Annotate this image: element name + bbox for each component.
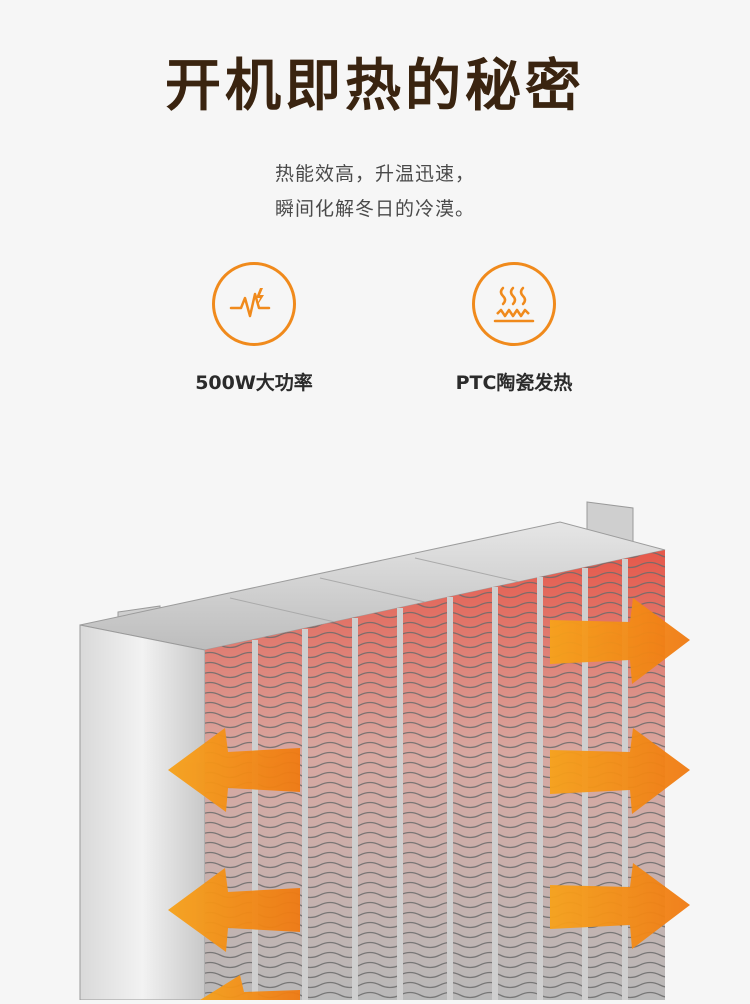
ptc-heater-image — [0, 480, 750, 1001]
feature-power: 500W大功率 — [154, 262, 354, 395]
page-title: 开机即热的秘密 — [165, 54, 585, 119]
subtitle: 热能效高，升温迅速， 瞬间化解冬日的冷漠。 — [0, 157, 750, 227]
feature-ptc: PTC陶瓷发热 — [414, 262, 614, 395]
heat-waves-icon — [472, 262, 556, 346]
power-pulse-icon — [212, 262, 296, 346]
subtitle-line-1: 热能效高，升温迅速， — [274, 163, 475, 185]
subtitle-line-2: 瞬间化解冬日的冷漠。 — [274, 198, 475, 220]
feature-power-label: 500W大功率 — [195, 372, 313, 394]
feature-ptc-label: PTC陶瓷发热 — [455, 372, 573, 394]
